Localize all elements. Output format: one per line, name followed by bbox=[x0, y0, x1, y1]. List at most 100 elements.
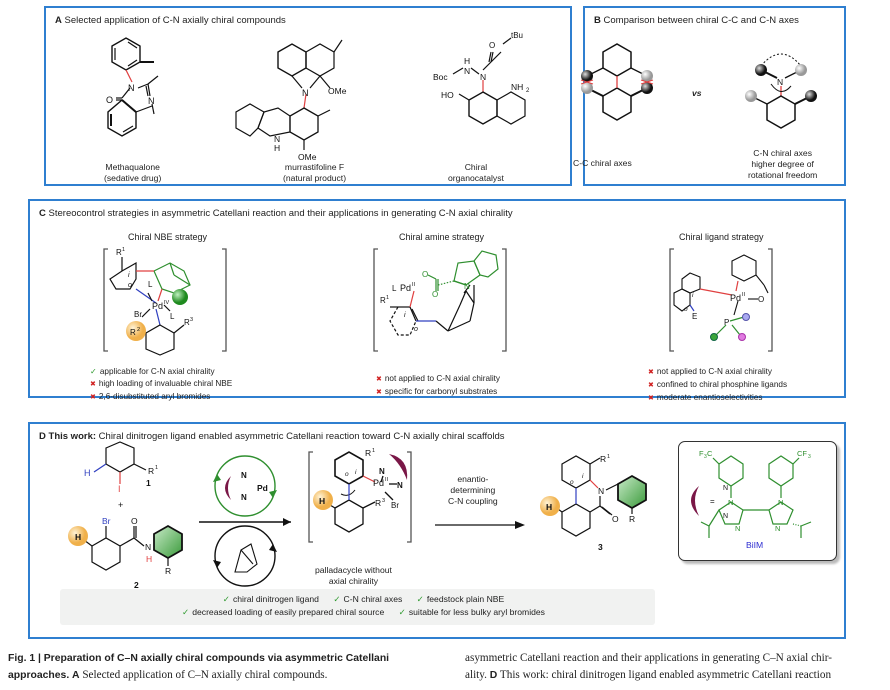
atom-r1: R bbox=[600, 454, 606, 464]
sup-iv: IV bbox=[164, 300, 170, 306]
atom-tbu: tBu bbox=[511, 31, 523, 40]
atom-cf3: CF bbox=[797, 449, 807, 458]
substrate-2-label: 2 bbox=[134, 580, 139, 590]
atom-o: O bbox=[489, 41, 495, 50]
caption-bold-title-1: Preparation of C–N axially chiral compou… bbox=[43, 653, 390, 664]
atom-nh: N bbox=[274, 134, 280, 144]
atom-r3: R bbox=[184, 318, 190, 327]
atom-br: Br bbox=[102, 516, 111, 526]
cross-icon: ✖ bbox=[648, 395, 654, 402]
atom-h: H bbox=[546, 502, 552, 512]
bilm-label: BiIM bbox=[746, 540, 764, 550]
caption-text-d: This work: chiral dinitrogen ligand enab… bbox=[499, 669, 832, 681]
atom-n: N bbox=[128, 83, 135, 93]
cross-icon: ✖ bbox=[90, 381, 96, 388]
atom-n4: N bbox=[778, 498, 783, 507]
atom-pd: Pd bbox=[257, 483, 268, 493]
atom-h3: H bbox=[75, 532, 81, 542]
panel-c-title: C Stereocontrol strategies in asymmetric… bbox=[39, 208, 513, 219]
caption-letter-d: D bbox=[489, 670, 498, 681]
methaqualone-structure: N O N bbox=[106, 37, 159, 137]
ligand-crescent-icon bbox=[691, 486, 699, 516]
sup-3: 3 bbox=[190, 317, 193, 323]
atom-n2: N bbox=[148, 96, 155, 106]
cc-axis-structure bbox=[580, 43, 654, 121]
atom-o-pos: o bbox=[570, 479, 574, 486]
compound-murrastifoline: murrastifoline F (natural product) bbox=[283, 162, 346, 184]
atom-pd: Pd bbox=[152, 301, 163, 311]
advantage-item: feedstock plain NBE bbox=[426, 594, 505, 604]
bullet: ✖moderate enantioselectivities bbox=[648, 392, 787, 405]
atom-nh2-sub: 2 bbox=[526, 88, 530, 94]
atom-ho: HO bbox=[441, 90, 454, 100]
caption-right-line-2: ality. D This work: chiral dinitrogen li… bbox=[465, 667, 832, 684]
bullet: ✖specific for carbonyl substrates bbox=[376, 386, 500, 399]
sup-ii: II bbox=[412, 282, 416, 288]
atom-n2: N bbox=[241, 493, 247, 502]
atom-n: N bbox=[598, 486, 604, 496]
atom-r: R bbox=[629, 514, 635, 524]
sup-1: 1 bbox=[372, 448, 375, 454]
sup-3: 3 bbox=[382, 498, 385, 504]
bullet-text: applicable for C-N axial chirality bbox=[99, 367, 215, 376]
atom-r3: R bbox=[375, 498, 381, 508]
atom-r1: R bbox=[365, 448, 371, 458]
atom-i: i bbox=[128, 272, 130, 279]
panel-d-title: D This work: Chiral dinitrogen ligand en… bbox=[39, 431, 505, 442]
panel-a-letter: A bbox=[55, 15, 62, 26]
atom-h: H bbox=[319, 496, 325, 506]
sub-3b: 3 bbox=[808, 454, 811, 460]
cn-axes-label: C-N chiral axes higher degree of rotatio… bbox=[748, 148, 817, 181]
bullet: ✖not applied to C-N axial chirality bbox=[376, 373, 500, 386]
equals-sign: = bbox=[710, 497, 715, 506]
atom-i: i bbox=[692, 292, 694, 299]
panel-d: D This work: Chiral dinitrogen ligand en… bbox=[28, 422, 846, 639]
atom-i: i bbox=[582, 473, 584, 480]
atom-n6: N bbox=[775, 524, 780, 533]
bullet-text: not applied to C-N axial chirality bbox=[656, 367, 773, 376]
compound-organocatalyst: Chiral organocatalyst bbox=[448, 162, 504, 184]
compound-name: murrastifoline F bbox=[284, 162, 345, 172]
advantage-item: decreased loading of easily prepared chi… bbox=[192, 607, 385, 617]
strategy-ligand-title: Chiral ligand strategy bbox=[679, 232, 764, 242]
atom-l2: L bbox=[170, 312, 175, 321]
atom-f3c: F bbox=[699, 449, 704, 458]
organocatalyst-structure: O tBu Boc H N N HO NH 2 bbox=[433, 31, 530, 125]
atom-n: N bbox=[723, 485, 728, 492]
advantage-item: suitable for less bulky aryl bromides bbox=[408, 607, 545, 617]
bullet: ✖not applied to C-N axial chirality bbox=[648, 366, 787, 379]
atom-e: E bbox=[692, 312, 697, 321]
atom-boc: Boc bbox=[433, 72, 448, 82]
atom-n: N bbox=[302, 88, 309, 98]
advantages-row-1: ✓chiral dinitrogen ligand ✓C-N chiral ax… bbox=[60, 593, 655, 605]
atom-i: i bbox=[355, 469, 357, 476]
bullet: ✖confined to chiral phosphine ligands bbox=[648, 379, 787, 392]
caption-line-1: Fig. 1 | Preparation of C–N axially chir… bbox=[8, 650, 389, 667]
sup-1: 1 bbox=[386, 295, 389, 301]
bullet-text: confined to chiral phosphine ligands bbox=[656, 380, 788, 389]
strategy-ligand-bullets: ✖not applied to C-N axial chirality ✖con… bbox=[648, 366, 787, 405]
bullet: ✖2,6-disubstituted aryl bromides bbox=[90, 391, 232, 404]
atom-n: N bbox=[241, 471, 247, 480]
cross-icon: ✖ bbox=[648, 382, 654, 389]
intermediate-caption: palladacycle without axial chirality bbox=[315, 565, 392, 587]
panel-c-title-text: Stereocontrol strategies in asymmetric C… bbox=[48, 208, 513, 219]
atom-o2: O bbox=[432, 290, 438, 299]
cc-axes-label: C-C chiral axes bbox=[573, 158, 632, 168]
caption-line-2: approaches. A Selected application of C–… bbox=[8, 667, 389, 684]
atom-n2: N bbox=[723, 513, 728, 520]
atom-br: Br bbox=[134, 310, 142, 319]
panel-c: C Stereocontrol strategies in asymmetric… bbox=[28, 199, 846, 402]
caption-bold-title-2: approaches. bbox=[8, 670, 70, 681]
atom-c: C bbox=[707, 449, 713, 458]
bullet-text: high loading of invaluable chiral NBE bbox=[98, 379, 233, 388]
fig-label: Fig. 1 | bbox=[8, 653, 41, 664]
compound-note: organocatalyst bbox=[448, 173, 504, 183]
cn-axis-structure: N bbox=[745, 53, 817, 129]
ligand-crescent-icon bbox=[225, 476, 231, 500]
atom-r1: R bbox=[148, 466, 154, 476]
cn-axes-line3: rotational freedom bbox=[748, 170, 818, 180]
atom-p: P bbox=[724, 318, 729, 327]
